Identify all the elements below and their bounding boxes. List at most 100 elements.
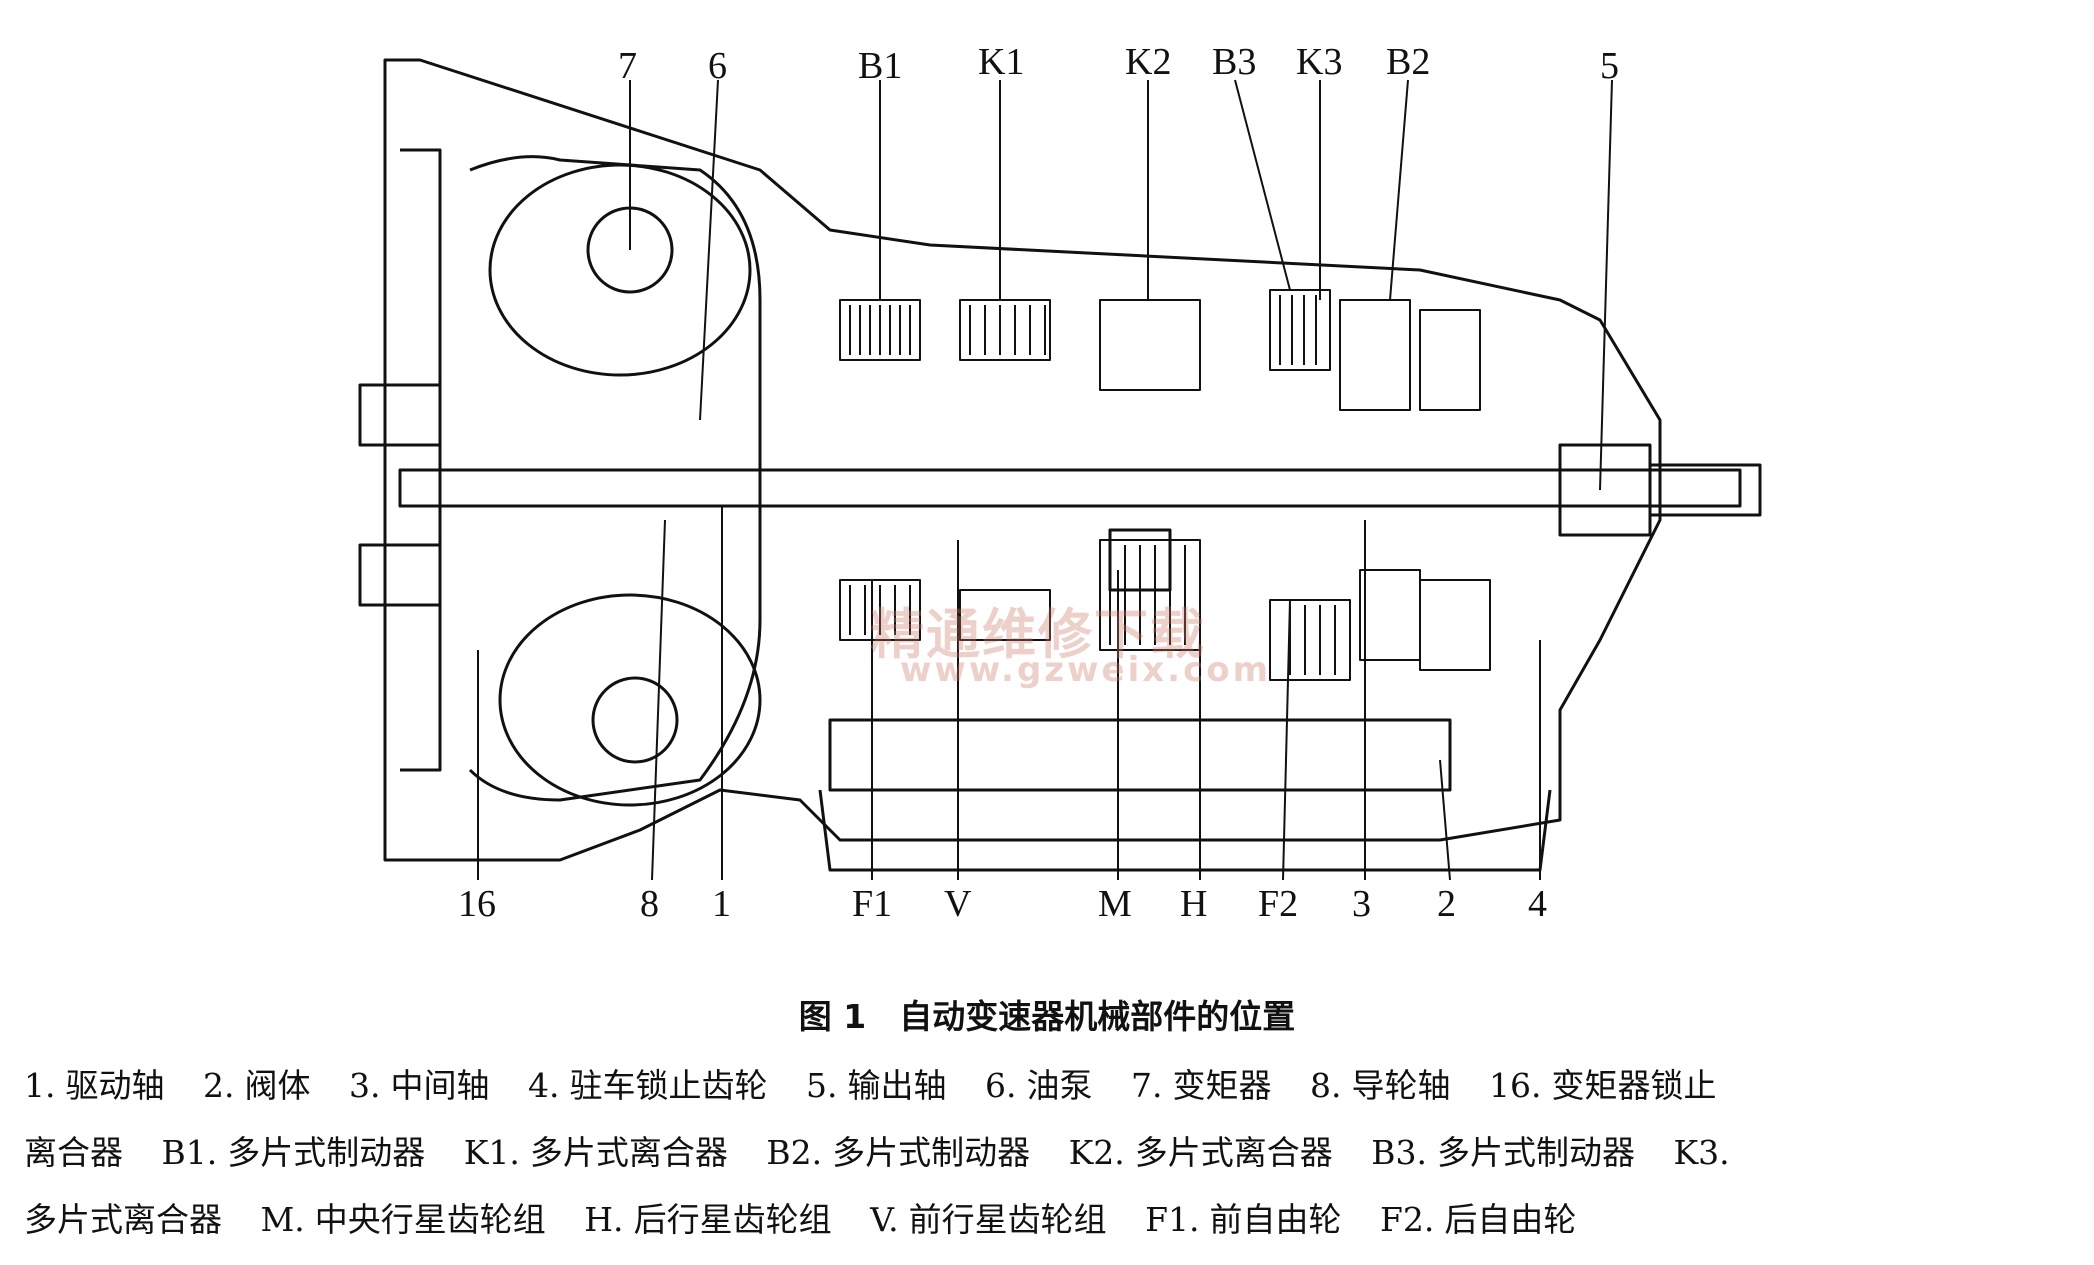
- legend-text: 变矩器: [1172, 1066, 1272, 1105]
- legend-text: 多片式离合器: [1134, 1133, 1333, 1172]
- converter-turbine-lower: [591, 676, 679, 764]
- legend-key: 16.: [1489, 1066, 1542, 1105]
- output-stub: [1648, 463, 1762, 517]
- legend-text: 前自由轮: [1209, 1200, 1342, 1239]
- callout-B1: B1: [858, 45, 903, 87]
- callout-7: 7: [618, 45, 637, 87]
- legend-text: 后行星齿轮组: [633, 1200, 832, 1239]
- legend-entry: K1.多片式离合器: [464, 1133, 728, 1172]
- legend-entry: B1.多片式制动器: [162, 1133, 426, 1172]
- housing-outline: [383, 58, 1662, 862]
- legend-key: 4.: [528, 1066, 560, 1105]
- callout-5: 5: [1600, 45, 1619, 87]
- legend-key: 6.: [985, 1066, 1017, 1105]
- legend-entry: 多片式离合器: [24, 1200, 222, 1239]
- callout-4: 4: [1528, 883, 1547, 925]
- torque-converter-lower: [498, 593, 762, 807]
- legend-entry: 离合器: [24, 1133, 123, 1172]
- legend-key: H.: [584, 1200, 624, 1239]
- legend-text: 多片式制动器: [1437, 1133, 1636, 1172]
- callout-3: 3: [1352, 883, 1371, 925]
- legend-text: 多片式制动器: [832, 1133, 1031, 1172]
- legend-text: 阀体: [244, 1066, 311, 1105]
- legend-text: 导轮轴: [1351, 1066, 1451, 1105]
- legend-key: F2.: [1380, 1200, 1435, 1239]
- legend-key: B1.: [161, 1133, 218, 1172]
- leader-lines-top: [629, 79, 1613, 491]
- valve-body: [828, 718, 1452, 792]
- legend-key: K2.: [1068, 1133, 1125, 1172]
- callout-1: 1: [712, 883, 731, 925]
- legend-entry: 7.变矩器: [1131, 1066, 1272, 1105]
- clutch-packs-upper: [839, 289, 1481, 411]
- output-flange: [1558, 443, 1652, 537]
- transmission-diagram: 7 6 B1 K1 K2 B3 K3 B2 5 16 8 1 F1 V M H …: [358, 41, 1762, 925]
- legend-text: 驱动轴: [65, 1066, 165, 1105]
- legend-key: 3.: [349, 1066, 381, 1105]
- legend-line-2: 离合器 B1.多片式制动器 K1.多片式离合器 B2.多片式制动器 K2.多片式…: [24, 1119, 2074, 1186]
- legend-key: B3.: [1371, 1133, 1428, 1172]
- legend-text: 中央行星齿轮组: [314, 1200, 546, 1239]
- callout-H: H: [1180, 883, 1208, 925]
- legend-text: 中间轴: [390, 1066, 490, 1105]
- legend-text: 变矩器锁止: [1551, 1066, 1717, 1105]
- legend-key: M.: [260, 1200, 305, 1239]
- legend-entry: K3.: [1674, 1133, 1740, 1172]
- legend-text: 输出轴: [847, 1066, 947, 1105]
- legend-text: 驻车锁止齿轮: [569, 1066, 768, 1105]
- legend-entry: 3.中间轴: [349, 1066, 490, 1105]
- legend-entry: 16.变矩器锁止: [1489, 1066, 1716, 1105]
- legend-key: 5.: [806, 1066, 838, 1105]
- legend-text: 油泵: [1026, 1066, 1093, 1105]
- legend-text: 多片式制动器: [227, 1133, 426, 1172]
- main-shaft: [398, 468, 1742, 508]
- callout-B3: B3: [1212, 41, 1257, 83]
- legend-entry: M.中央行星齿轮组: [261, 1200, 546, 1239]
- legend-entry: F1.前自由轮: [1145, 1200, 1341, 1239]
- bell-housing-inner: [400, 148, 442, 772]
- callout-6: 6: [708, 45, 727, 87]
- legend-key: F1.: [1145, 1200, 1200, 1239]
- callout-F1: F1: [852, 883, 893, 925]
- oil-pan: [818, 789, 1552, 872]
- legend-key: 8.: [1310, 1066, 1342, 1105]
- leader-lines-bottom: [477, 505, 1541, 881]
- legend-entry: 6.油泵: [985, 1066, 1093, 1105]
- transmission-cross-section-drawing: [358, 58, 1762, 881]
- legend-key: 1.: [24, 1066, 56, 1105]
- legend-key: 2.: [203, 1066, 235, 1105]
- callout-V: V: [944, 883, 972, 925]
- input-flange-upper: [358, 383, 442, 447]
- legend-entry: B3.多片式制动器: [1371, 1133, 1635, 1172]
- legend-text: 离合器: [24, 1133, 123, 1172]
- legend-entry: 1.驱动轴: [24, 1066, 165, 1105]
- figure-caption-title: 图 1 自动变速器机械部件的位置: [798, 997, 1296, 1036]
- legend-text: 后自由轮: [1444, 1200, 1577, 1239]
- legend-entry: V.前行星齿轮组: [870, 1200, 1107, 1239]
- legend-entry: H.后行星齿轮组: [584, 1200, 831, 1239]
- legend-entry: F2.后自由轮: [1380, 1200, 1576, 1239]
- callout-16: 16: [458, 883, 496, 925]
- legend-text: 前行星齿轮组: [908, 1200, 1107, 1239]
- legend-line-1: 1.驱动轴 2.阀体 3.中间轴 4.驻车锁止齿轮 5.输出轴 6.油泵 7.变…: [24, 1052, 2074, 1119]
- legend-line-3: 多片式离合器 M.中央行星齿轮组 H.后行星齿轮组 V.前行星齿轮组 F1.前自…: [24, 1186, 2074, 1253]
- callout-F2: F2: [1258, 883, 1299, 925]
- callout-B2: B2: [1386, 41, 1431, 83]
- legend-entry: 8.导轮轴: [1310, 1066, 1451, 1105]
- callout-2: 2: [1437, 883, 1456, 925]
- legend-key: B2.: [766, 1133, 823, 1172]
- legend-key: K3.: [1673, 1133, 1730, 1172]
- callout-M: M: [1098, 883, 1132, 925]
- converter-shell: [468, 155, 762, 802]
- legend-key: V.: [870, 1200, 899, 1239]
- input-flange-lower: [358, 543, 442, 607]
- callout-K2: K2: [1125, 41, 1172, 83]
- legend-key: 7.: [1131, 1066, 1163, 1105]
- legend-entry: K2.多片式离合器: [1069, 1133, 1333, 1172]
- legend-entry: 5.输出轴: [806, 1066, 947, 1105]
- legend-entry: B2.多片式制动器: [766, 1133, 1030, 1172]
- callout-K1: K1: [978, 41, 1025, 83]
- legend-entry: 2.阀体: [203, 1066, 311, 1105]
- legend-text: 多片式离合器: [529, 1133, 728, 1172]
- callout-K3: K3: [1296, 41, 1343, 83]
